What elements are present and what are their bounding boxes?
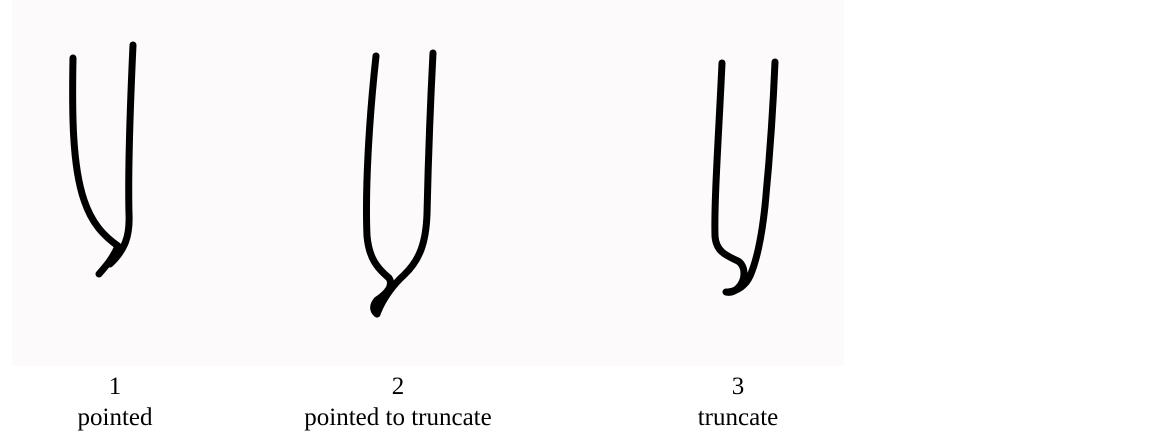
- apex-shape-pointed: [73, 45, 133, 274]
- shape-1-left-line: [73, 58, 118, 274]
- apex-shape-truncate: [715, 62, 775, 292]
- caption-1-number: 1: [33, 371, 197, 402]
- caption-2-label: pointed to truncate: [263, 402, 533, 433]
- caption-1: 1 pointed: [33, 371, 197, 433]
- shape-3-left-line: [715, 63, 744, 292]
- caption-3-label: truncate: [653, 402, 823, 433]
- caption-3-number: 3: [653, 371, 823, 402]
- apex-shape-pointed-to-truncate: [366, 53, 433, 314]
- caption-2-number: 2: [263, 371, 533, 402]
- caption-1-label: pointed: [33, 402, 197, 433]
- shape-1-right-line: [110, 45, 133, 264]
- caption-2: 2 pointed to truncate: [263, 371, 533, 433]
- shape-2-left-line: [366, 56, 390, 314]
- caption-3: 3 truncate: [653, 371, 823, 433]
